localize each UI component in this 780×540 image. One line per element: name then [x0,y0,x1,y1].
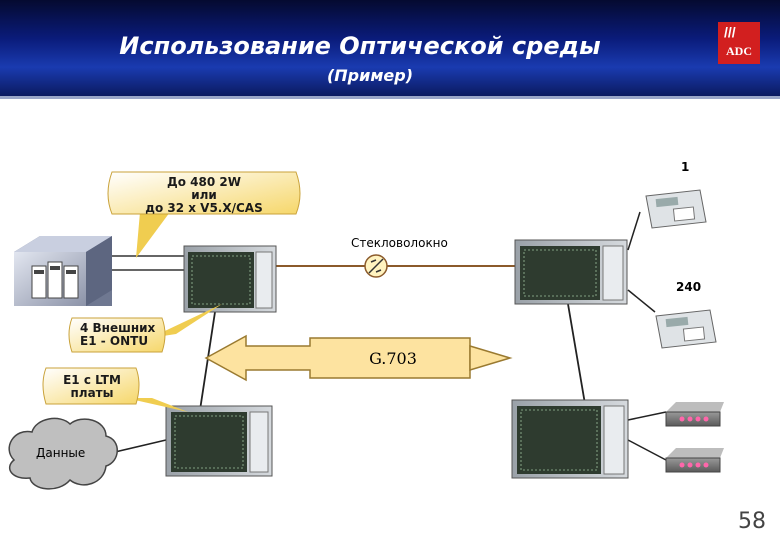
adc-logo: /// ADC [718,22,760,64]
fiber-label: Стекловолокно [351,236,448,250]
rack-right-top [514,239,628,305]
rack-link-right [567,303,586,405]
telephone-icon-1 [645,189,707,229]
header-bar [0,0,780,96]
slide-subtitle: (Пример) [326,66,414,85]
rack-link-left [199,311,216,411]
ltm-line-2: платы [70,386,114,400]
data-link [114,439,167,453]
ltm-callout-text: E1 с LTM платы [46,374,138,400]
external-e1-callout-text: 4 Внешних E1 - ONTU [72,322,172,348]
logo-text: ADC [726,44,752,58]
phone-number-first: 1 [681,160,690,174]
capacity-line-3: до 32 x V5.X/CAS [145,201,263,215]
ltm-line-1: E1 с LTM [63,373,121,387]
exchange-building-icon [14,236,112,306]
slide-title: Использование Оптической среды [119,32,601,60]
capacity-callout [107,171,301,258]
telephone-icon-240 [655,309,717,349]
phone-number-last: 240 [676,280,702,294]
external-e1-callout [68,304,222,353]
ltm-callout [42,367,188,412]
logo-slashes: /// [724,24,736,40]
page-number: 58 [738,509,766,534]
phone-link-bottom [627,289,656,313]
modem-link-bottom [627,439,667,461]
modem-link-top [627,411,667,421]
fiber-connector-icon [364,254,388,278]
rack-left-bottom [165,405,273,477]
phone-link-top [627,211,641,251]
capacity-callout-text: До 480 2W или до 32 x V5.X/CAS [116,176,292,215]
g703-arrow-right-head [469,344,513,372]
data-cloud-label: Данные [36,446,86,460]
modem-icon-bottom [665,448,724,473]
header-divider [0,96,780,99]
connection-lines [112,211,667,461]
g703-label: G.703 [369,349,417,368]
capacity-line-1: До 480 2W [167,175,241,189]
external-e1-line-1: 4 Внешних [80,321,156,335]
external-e1-line-2: E1 - ONTU [80,334,149,348]
data-cloud-shape [8,417,118,490]
rack-left-top [183,245,277,313]
modem-icon-top [665,402,724,427]
capacity-line-2: или [191,188,217,202]
rack-right-bottom [511,399,629,479]
